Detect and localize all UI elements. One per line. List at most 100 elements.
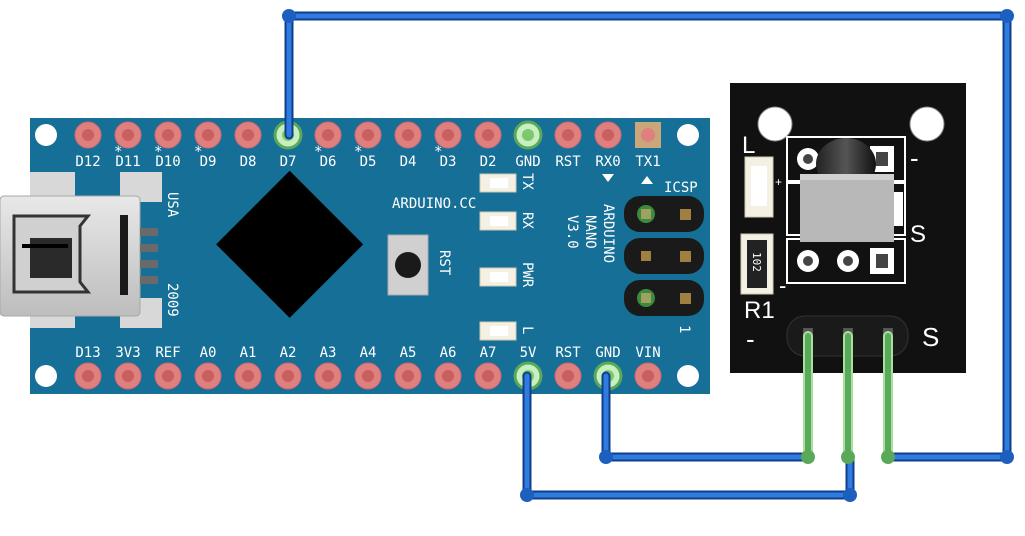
pin-pad-bottom-4-hole <box>242 370 254 382</box>
pin-label-bottom-7: A4 <box>360 345 377 361</box>
module-led-label: L <box>742 132 755 159</box>
pin-pad-top-11-hole <box>522 129 534 141</box>
top-pin-header <box>74 120 661 150</box>
arduino-nano-board: USA 2009 ARDUINO.CC RST TX RX PWR L ARDU… <box>0 118 710 394</box>
pin-pad-top-6-hole <box>322 129 334 141</box>
pin-label-top-10: D2 <box>480 154 497 170</box>
pin-pad-top-8-hole <box>402 129 414 141</box>
module-legs <box>803 331 893 462</box>
icsp-label: ICSP <box>664 180 698 196</box>
reset-label: RST <box>436 250 452 276</box>
pin-label-top-3: D9 <box>200 154 217 170</box>
pin-label-top-12: RST <box>555 154 581 170</box>
pin-label-top-2: D10 <box>155 154 180 170</box>
model-line-3: V3.0 <box>564 215 580 249</box>
pin-pad-bottom-7-hole <box>362 370 374 382</box>
pin-signal-label: S <box>922 322 939 352</box>
board-name-text: ARDUINO.CC <box>392 196 476 212</box>
resistor-minus: - <box>779 273 786 298</box>
header-minus-label: - <box>910 143 919 173</box>
pin-pad-top-13-hole <box>602 129 614 141</box>
pin-pad-top-4-hole <box>242 129 254 141</box>
resistor-value: 102 <box>750 252 763 272</box>
wire-joint <box>1000 450 1014 464</box>
pin-label-top-7: D5 <box>360 154 377 170</box>
pin-label-bottom-12: RST <box>555 345 581 361</box>
led-label-pwr: PWR <box>519 262 535 288</box>
icsp-header <box>624 196 704 316</box>
mounting-hole <box>35 124 57 146</box>
wires <box>282 9 1014 502</box>
pwm-mark: * <box>434 144 442 160</box>
microcontroller-chip <box>216 170 364 318</box>
model-line-2: NANO <box>582 215 598 249</box>
pin-pad-top-0-hole <box>82 129 94 141</box>
model-line-1: ARDUINO <box>600 204 616 263</box>
pin-pad-bottom-6-hole <box>322 370 334 382</box>
wire-joint <box>520 488 534 502</box>
pin-label-bottom-13: GND <box>595 345 620 361</box>
rx-arrow <box>602 174 614 182</box>
pin-pad-bottom-5-hole <box>282 370 294 382</box>
arduino-pcb <box>30 118 710 394</box>
pin-pad-top-9-hole <box>442 129 454 141</box>
pin-pad-top-3-hole <box>202 129 214 141</box>
pin-label-top-9: D3 <box>440 154 457 170</box>
wire-joint <box>843 488 857 502</box>
pin-label-bottom-8: A5 <box>400 345 417 361</box>
pin-pad-top-14-hole <box>641 128 655 142</box>
mounting-hole <box>677 124 699 146</box>
pin-pad-bottom-14-hole <box>642 370 654 382</box>
wire-joint <box>599 450 613 464</box>
ir-receiver-module: L 102 R1 - + - S <box>730 83 966 373</box>
wire-joint <box>881 450 895 464</box>
pin-pad-top-2-hole <box>162 129 174 141</box>
pwm-mark: * <box>114 144 122 160</box>
pin-label-bottom-0: D13 <box>75 345 100 361</box>
usb-connector <box>0 172 162 328</box>
wire-joint <box>801 450 815 464</box>
wire-joint <box>1000 9 1014 23</box>
header-signal-label: S <box>910 221 926 248</box>
module-hole <box>909 106 945 142</box>
pin-pad-top-7-hole <box>362 129 374 141</box>
pwm-mark: * <box>354 144 362 160</box>
pin-label-top-11: GND <box>515 154 540 170</box>
pin-label-bottom-1: 3V3 <box>115 345 140 361</box>
pin-label-top-6: D6 <box>320 154 337 170</box>
pin-pad-bottom-12-hole <box>562 370 574 382</box>
origin-text: USA <box>164 192 180 218</box>
pin-pad-bottom-2-hole <box>162 370 174 382</box>
pin-label-bottom-14: VIN <box>635 345 660 361</box>
pin-label-bottom-4: A1 <box>240 345 257 361</box>
wire-joint <box>841 450 855 464</box>
tx-arrow <box>641 176 653 184</box>
icsp-pin-one-label: 1 <box>676 325 692 333</box>
module-hole <box>757 106 793 142</box>
ir-sensor <box>786 136 906 284</box>
pin-label-bottom-10: A7 <box>480 345 497 361</box>
led-label-tx: TX <box>519 173 535 190</box>
pin-label-bottom-5: A2 <box>280 345 297 361</box>
pin-minus-label: - <box>746 324 755 354</box>
led-label-rx: RX <box>519 212 535 229</box>
mounting-hole <box>677 365 699 387</box>
reset-button[interactable] <box>387 234 429 296</box>
pin-label-top-1: D11 <box>115 154 140 170</box>
pin-pad-bottom-0-hole <box>82 370 94 382</box>
pin-pad-top-12-hole <box>562 129 574 141</box>
mounting-hole <box>35 365 57 387</box>
pin-pad-bottom-9-hole <box>442 370 454 382</box>
pin-label-top-8: D4 <box>400 154 417 170</box>
wire-joint <box>282 9 296 23</box>
status-leds <box>479 173 517 341</box>
pin-label-top-0: D12 <box>75 154 100 170</box>
resistor-label: R1 <box>744 297 775 324</box>
pin-pad-bottom-1-hole <box>122 370 134 382</box>
pin-label-top-5: D7 <box>280 154 297 170</box>
led-label-l: L <box>519 326 535 334</box>
year-text: 2009 <box>164 283 180 317</box>
pwm-mark: * <box>314 144 322 160</box>
